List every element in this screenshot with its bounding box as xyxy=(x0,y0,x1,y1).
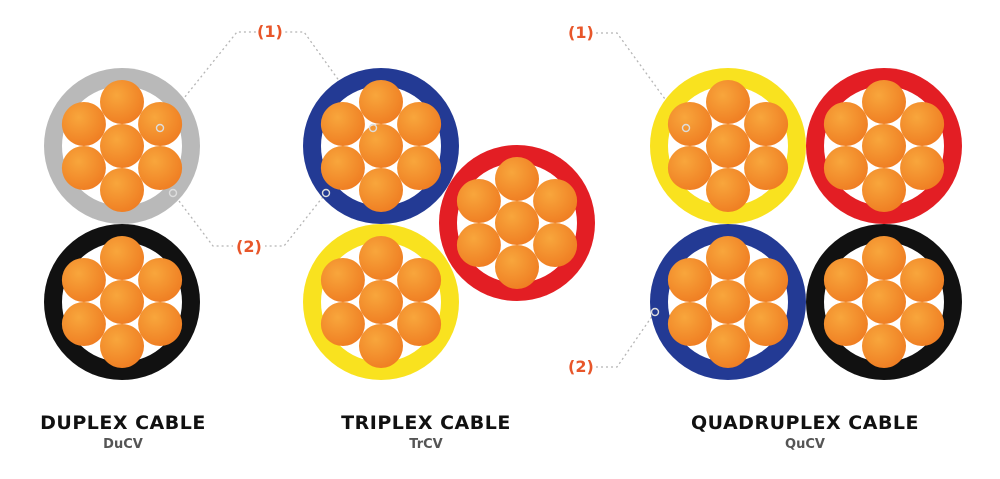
conductor-strand xyxy=(456,223,501,267)
conductor-strand xyxy=(744,146,789,190)
conductor-strand xyxy=(667,102,712,146)
conductor-strand xyxy=(138,258,183,302)
conductor-strand xyxy=(823,302,868,346)
duplex-cable-1 xyxy=(44,68,200,224)
leader-markers xyxy=(155,123,691,317)
conductor-strand xyxy=(823,258,868,302)
conductor-strand xyxy=(320,302,365,346)
marker-insulation-quadruplex xyxy=(650,307,660,317)
conductor-strand xyxy=(397,102,442,146)
conductor-strand xyxy=(61,258,106,302)
quadruplex-cable-4 xyxy=(806,224,962,380)
conductor-strand xyxy=(397,146,442,190)
conductor-strand xyxy=(744,102,789,146)
conductor-strand xyxy=(100,280,144,324)
quadruplex-cable-code: QuCV xyxy=(785,437,825,452)
conductor-strand xyxy=(667,302,712,346)
conductor-strand xyxy=(61,102,106,146)
conductor-strand xyxy=(100,124,144,168)
triplex-cable-code: TrCV xyxy=(409,437,443,452)
conductor-strand xyxy=(900,258,945,302)
duplex-cable-title: DUPLEX CABLE xyxy=(40,412,206,434)
leader-lines xyxy=(159,31,687,368)
conductor-strand xyxy=(706,80,750,124)
conductor-strand xyxy=(397,258,442,302)
conductor-strand xyxy=(320,102,365,146)
conductor-strand xyxy=(456,179,501,223)
conductor-strand xyxy=(359,324,403,368)
duplex-cable-2 xyxy=(44,224,200,380)
conductor-strand xyxy=(320,146,365,190)
conductor-strand xyxy=(359,168,403,212)
conductor-strand xyxy=(862,168,906,212)
conductor-strand xyxy=(100,324,144,368)
conductor-strand xyxy=(706,236,750,280)
conductor-strand xyxy=(706,280,750,324)
conductor-strand xyxy=(359,80,403,124)
conductor-strand xyxy=(900,302,945,346)
quadruplex-cable-2 xyxy=(806,68,962,224)
conductor-strand xyxy=(862,236,906,280)
leader-line-1-duplex xyxy=(159,31,258,129)
conductor-strand xyxy=(744,302,789,346)
cable-cross-sections xyxy=(44,68,962,380)
conductor-strand xyxy=(706,324,750,368)
callout-label-1-quadruplex: (1) xyxy=(568,23,594,42)
conductor-strand xyxy=(359,124,403,168)
conductor-strand xyxy=(138,146,183,190)
marker-conductor-triplex xyxy=(368,123,378,133)
quadruplex-cable-1 xyxy=(650,68,806,224)
conductor-strand xyxy=(744,258,789,302)
conductor-strand xyxy=(100,80,144,124)
conductor-strand xyxy=(900,146,945,190)
conductor-strand xyxy=(862,324,906,368)
conductor-strand xyxy=(100,236,144,280)
conductor-strand xyxy=(495,245,539,289)
conductor-strand xyxy=(862,80,906,124)
leader-line-2-duplex xyxy=(172,192,233,247)
quadruplex-cable-title: QUADRUPLEX CABLE xyxy=(690,412,920,434)
conductor-strand xyxy=(495,201,539,245)
triplex-cable-1 xyxy=(303,68,459,224)
conductor-strand xyxy=(61,146,106,190)
conductor-strand xyxy=(359,236,403,280)
conductor-strand xyxy=(495,157,539,201)
conductor-strand xyxy=(900,102,945,146)
marker-insulation-triplex xyxy=(321,188,331,198)
conductor-strand xyxy=(706,124,750,168)
conductor-strand xyxy=(320,258,365,302)
conductor-strand xyxy=(862,124,906,168)
duplex-cable-code: DuCV xyxy=(103,437,143,452)
conductor-strand xyxy=(138,302,183,346)
conductor-strand xyxy=(823,146,868,190)
leader-line-2-triplex xyxy=(265,192,327,247)
conductor-strand xyxy=(667,146,712,190)
callout-label-2-quadruplex: (2) xyxy=(568,357,594,376)
conductor-strand xyxy=(533,179,578,223)
conductor-strand xyxy=(667,258,712,302)
conductor-strand xyxy=(823,102,868,146)
conductor-strand xyxy=(100,168,144,212)
marker-insulation-duplex xyxy=(168,188,178,198)
leader-line-1-quadruplex xyxy=(596,32,687,129)
callout-label-2: (2) xyxy=(236,237,262,256)
marker-conductor-duplex xyxy=(155,123,165,133)
marker-conductor-quadruplex xyxy=(681,123,691,133)
conductor-strand xyxy=(706,168,750,212)
triplex-cable-2 xyxy=(439,145,595,301)
conductor-strand xyxy=(359,280,403,324)
conductor-strand xyxy=(397,302,442,346)
callout-label-1: (1) xyxy=(257,22,283,41)
triplex-cable-title: TRIPLEX CABLE xyxy=(341,412,511,434)
leader-line-2-quadruplex xyxy=(596,311,656,368)
conductor-strand xyxy=(61,302,106,346)
conductor-strand xyxy=(533,223,578,267)
quadruplex-cable-3 xyxy=(650,224,806,380)
conductor-strand xyxy=(862,280,906,324)
triplex-cable-3 xyxy=(303,224,459,380)
